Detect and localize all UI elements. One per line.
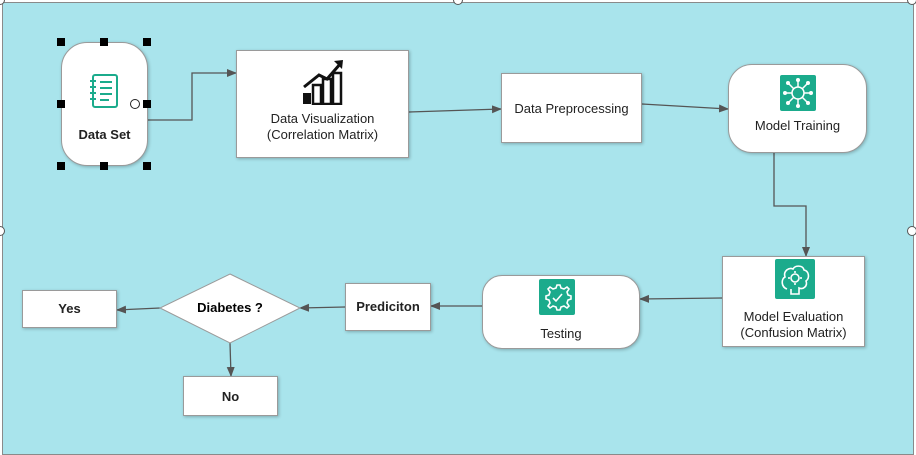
- node-preprocessing-label: Data Preprocessing: [514, 101, 629, 116]
- decision-label: Diabetes ?: [197, 300, 263, 315]
- node-yes-label: Yes: [58, 301, 81, 316]
- connector-decision-to-no: [226, 342, 235, 377]
- connector-prediction-to-decision: [299, 303, 346, 312]
- selection-handle-bottom[interactable]: [100, 162, 108, 170]
- node-evaluation-line1: Model Evaluation: [743, 309, 844, 324]
- brain-gear-icon: [775, 259, 815, 299]
- node-training[interactable]: Model Training: [728, 64, 867, 153]
- selection-handle-right[interactable]: [143, 100, 151, 108]
- node-visualization-line1: Data Visualization: [270, 111, 375, 126]
- node-visualization[interactable]: Data Visualization (Correlation Matrix): [236, 50, 409, 158]
- node-preprocessing[interactable]: Data Preprocessing: [501, 73, 642, 143]
- selection-handle-bottom-right[interactable]: [143, 162, 151, 170]
- connector-decision-to-yes: [116, 305, 161, 314]
- node-training-label: Model Training: [754, 118, 841, 133]
- node-yes[interactable]: Yes: [22, 290, 117, 328]
- node-testing[interactable]: Testing: [482, 275, 640, 349]
- connector-training-to-evaluation: [773, 153, 810, 257]
- connector-preprocessing-to-training: [641, 103, 729, 113]
- selection-handle-left[interactable]: [57, 100, 65, 108]
- gear-check-icon: [539, 279, 575, 315]
- bar-chart-growth-icon: [303, 60, 343, 105]
- selection-handle-bottom-left[interactable]: [57, 162, 65, 170]
- neural-network-icon: [780, 75, 816, 111]
- decision-diamond[interactable]: [158, 273, 302, 344]
- node-evaluation-line2: (Confusion Matrix): [740, 325, 847, 340]
- selection-handle-top-right[interactable]: [143, 38, 151, 46]
- node-evaluation[interactable]: Model Evaluation (Confusion Matrix): [722, 256, 865, 347]
- node-dataset-label: Data Set: [78, 127, 131, 142]
- canvas-resize-handle-top-right[interactable]: [907, 0, 916, 5]
- connector-evaluation-to-testing: [639, 294, 723, 303]
- node-no-label: No: [221, 389, 240, 404]
- node-testing-label: Testing: [540, 326, 582, 341]
- node-no[interactable]: No: [183, 376, 278, 416]
- selection-handle-top[interactable]: [100, 38, 108, 46]
- canvas-resize-handle-right[interactable]: [907, 226, 916, 236]
- connector-visualization-to-preprocessing: [408, 105, 502, 114]
- node-prediction-label: Prediciton: [356, 299, 420, 314]
- node-visualization-line2: (Correlation Matrix): [266, 127, 379, 142]
- node-prediction[interactable]: Prediciton: [345, 283, 431, 331]
- connector-dataset-to-visualization: [148, 69, 237, 121]
- notebook-icon: [90, 74, 118, 108]
- rotate-handle[interactable]: [130, 99, 140, 109]
- selection-handle-top-left[interactable]: [57, 38, 65, 46]
